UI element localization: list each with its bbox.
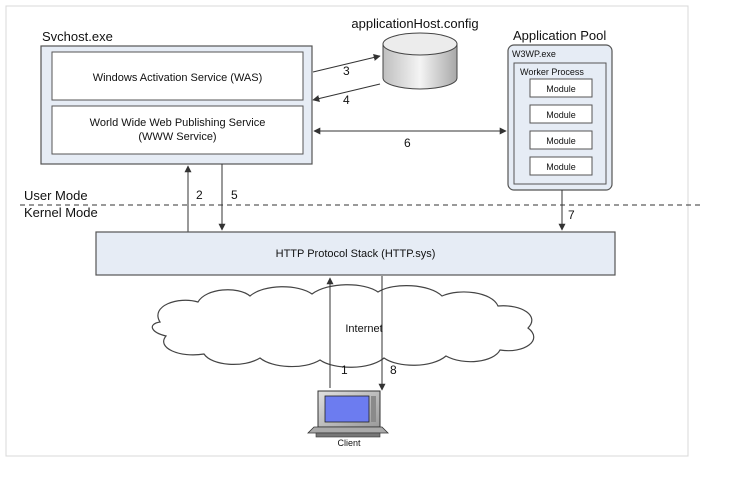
- worker-process-label: Worker Process: [520, 67, 584, 77]
- step-3: 3: [343, 64, 350, 78]
- module-label-2: Module: [546, 110, 576, 120]
- module-label-4: Module: [546, 162, 576, 172]
- module-label-3: Module: [546, 136, 576, 146]
- svchost-title: Svchost.exe: [42, 29, 113, 44]
- module-box-3: [529, 130, 593, 150]
- www-service-box: [51, 105, 304, 155]
- client-computer-icon: [307, 390, 389, 438]
- w3wp-label: W3WP.exe: [512, 49, 556, 59]
- step-6: 6: [404, 136, 411, 150]
- step-4: 4: [343, 93, 350, 107]
- www-service-label-line2: (WWW Service): [138, 131, 216, 143]
- app-pool-title: Application Pool: [513, 28, 606, 43]
- was-box: [51, 51, 304, 101]
- step-1: 1: [341, 363, 348, 377]
- user-mode-label: User Mode: [24, 188, 88, 203]
- http-stack-box: [95, 231, 616, 276]
- step-7: 7: [568, 208, 575, 222]
- module-box-4: [529, 156, 593, 176]
- was-label: Windows Activation Service (WAS): [93, 72, 263, 84]
- module-box-2: [529, 104, 593, 124]
- http-stack-label: HTTP Protocol Stack (HTTP.sys): [276, 248, 436, 260]
- client-label: Client: [337, 438, 361, 448]
- step-5: 5: [231, 188, 238, 202]
- config-label: applicationHost.config: [351, 16, 478, 31]
- kernel-mode-label: Kernel Mode: [24, 205, 98, 220]
- internet-label: Internet: [345, 323, 382, 335]
- arrow-3: [312, 54, 381, 73]
- step-2: 2: [196, 188, 203, 202]
- arrow-4: [312, 83, 381, 102]
- internet-cloud-icon: [151, 284, 535, 368]
- config-database-icon: [382, 32, 458, 90]
- module-box-1: [529, 78, 593, 98]
- step-8: 8: [390, 363, 397, 377]
- www-service-label-line1: World Wide Web Publishing Service: [90, 117, 266, 129]
- module-label-1: Module: [546, 84, 576, 94]
